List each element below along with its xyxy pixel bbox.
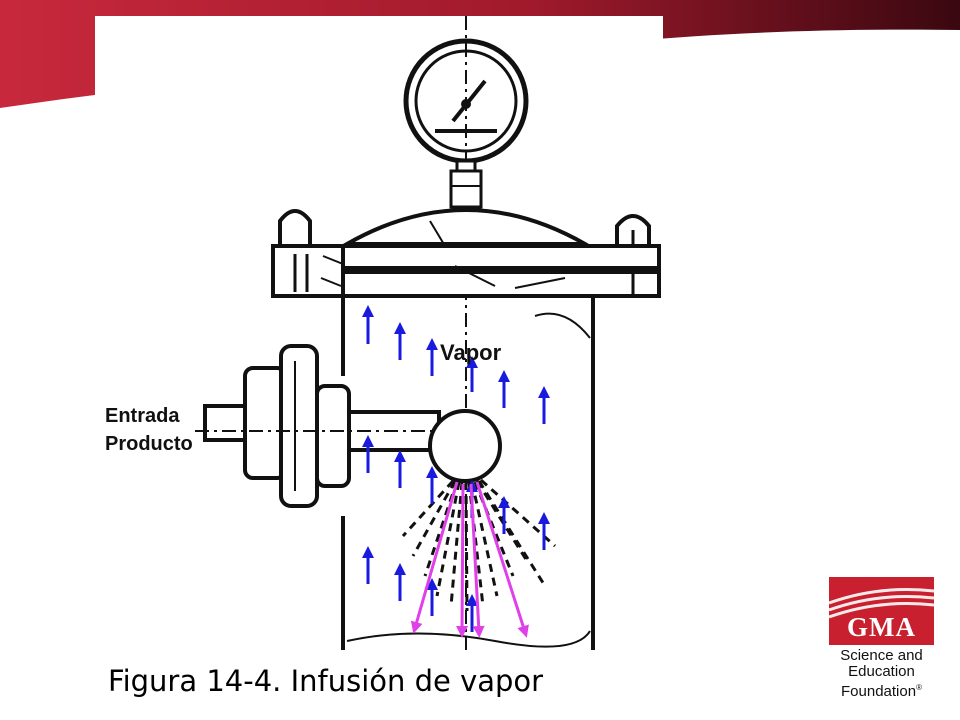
figure-caption: Figura 14-4. Infusión de vapor	[108, 664, 544, 698]
product-spray-arrows	[410, 481, 529, 638]
product-inlet	[195, 344, 441, 508]
spray-arrow	[469, 483, 485, 638]
gma-line3: Foundation	[841, 683, 917, 700]
spray-arrow	[475, 481, 529, 638]
vessel-body	[341, 295, 595, 650]
label-producto: Producto	[105, 433, 193, 455]
gma-logo: GMA Science and Education Foundation®	[829, 577, 939, 700]
vessel-lid	[271, 208, 661, 298]
pressure-gauge	[403, 38, 529, 209]
gma-abbr: GMA	[847, 612, 916, 642]
steam-infusion-diagram: Vapor Entrada Producto	[105, 16, 661, 650]
diagram-area: Vapor Entrada Producto	[95, 16, 663, 650]
spray-arrow	[456, 483, 469, 638]
spray-arrow	[410, 481, 459, 634]
label-entrada: Entrada	[105, 405, 180, 427]
steam-flow-arrows	[362, 305, 550, 632]
registered-mark: ®	[916, 683, 922, 692]
gma-line3-wrap: Foundation®	[829, 680, 934, 700]
gma-logo-mark: GMA	[829, 577, 934, 645]
gma-name: Science and Education Foundation®	[829, 648, 934, 700]
gma-line2: Education	[848, 663, 915, 680]
spray-nozzle	[428, 409, 502, 483]
label-vapor: Vapor	[440, 340, 502, 365]
gma-line1: Science and	[840, 647, 923, 664]
